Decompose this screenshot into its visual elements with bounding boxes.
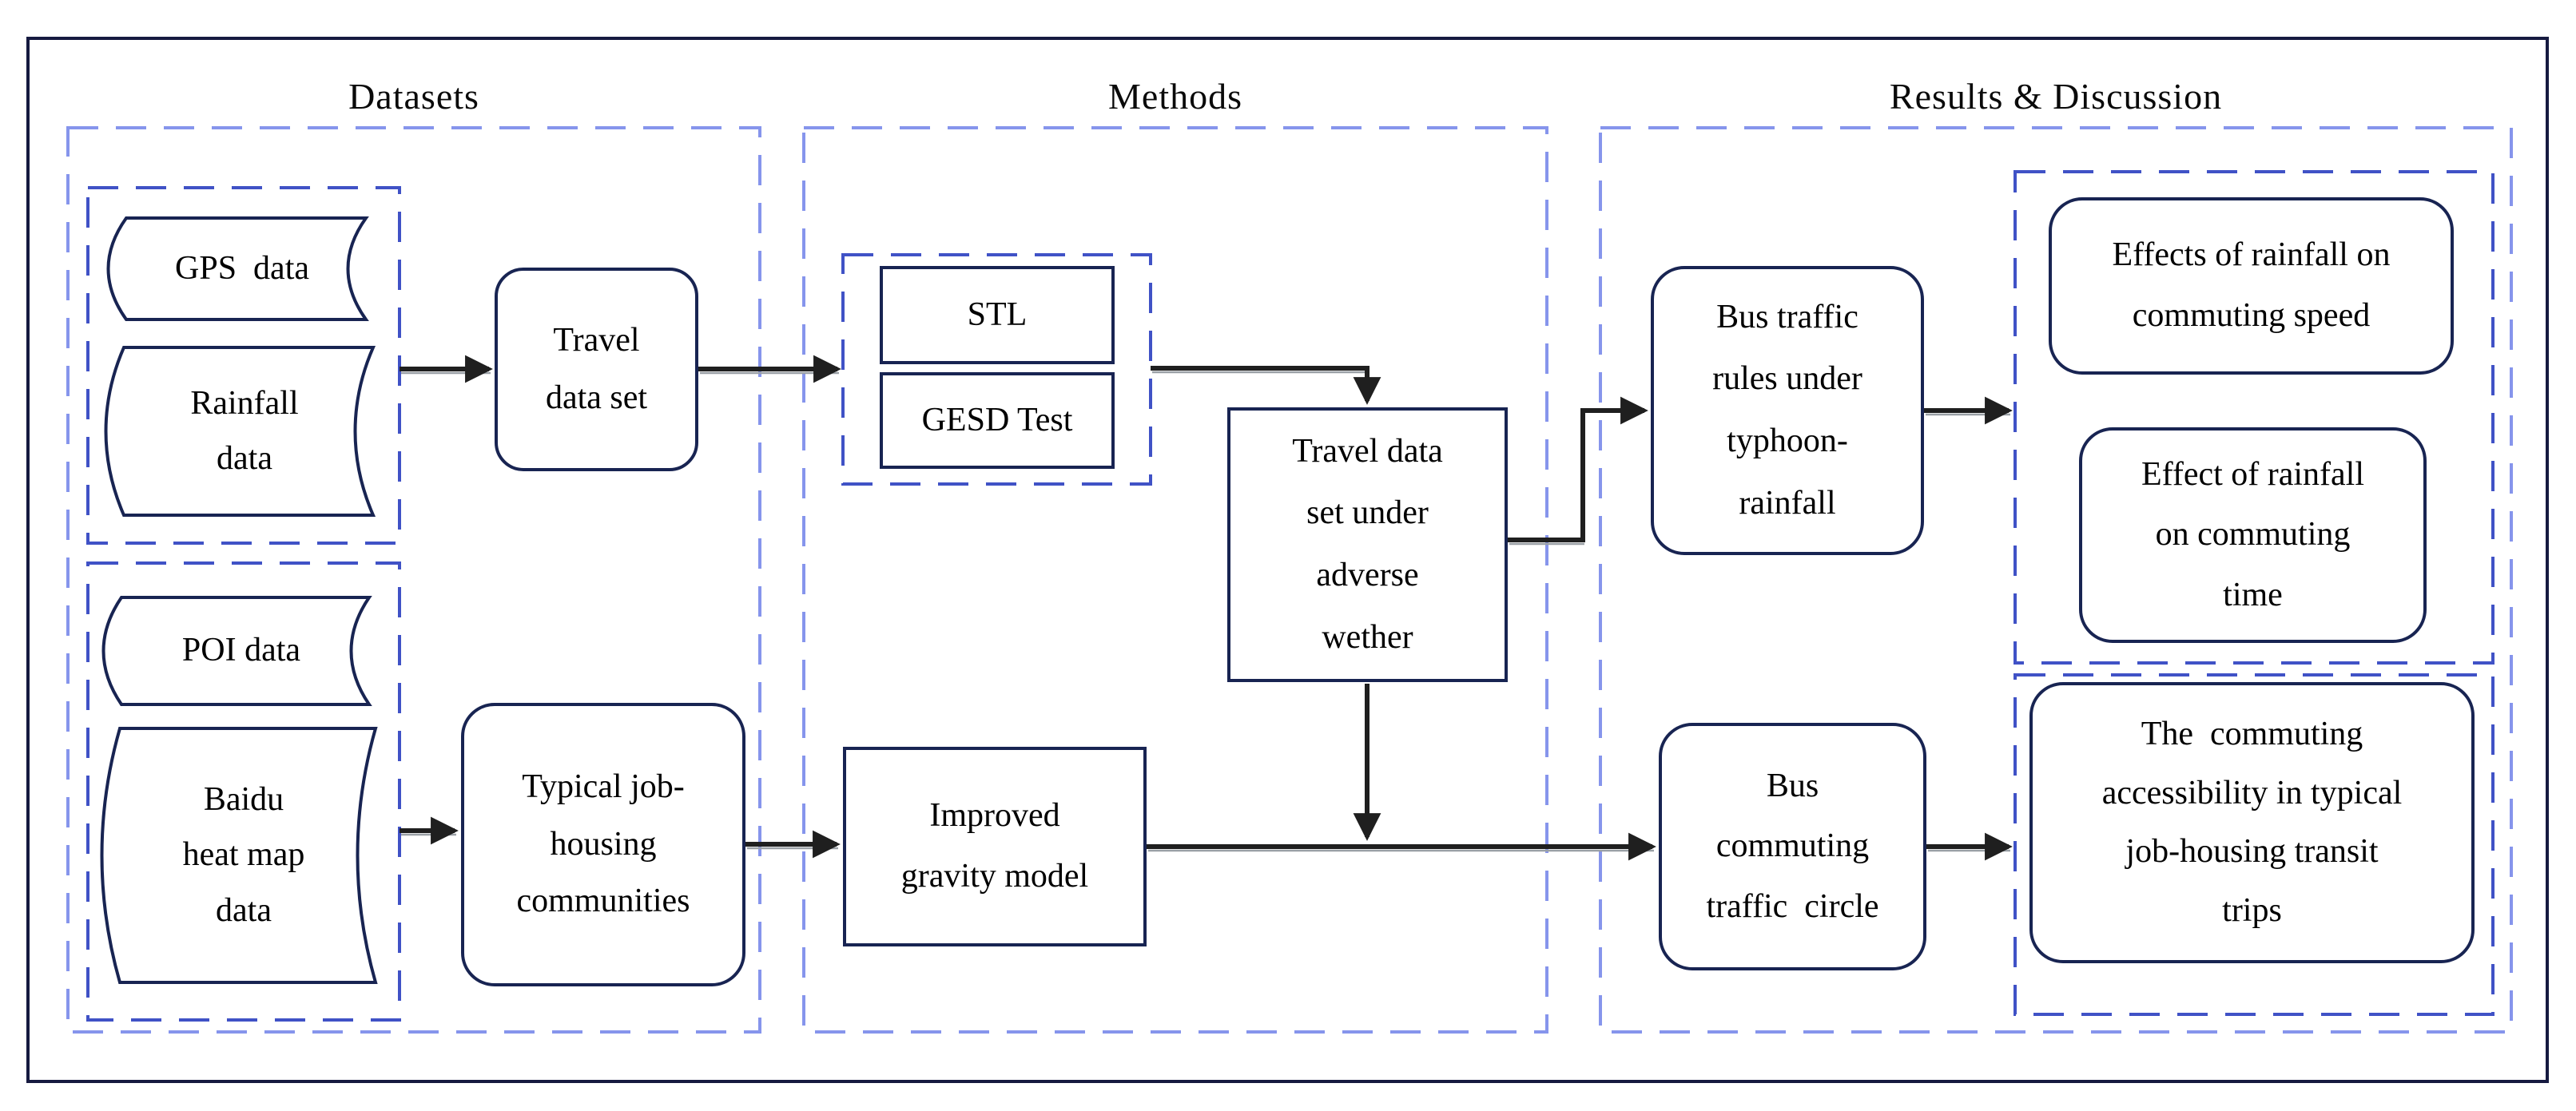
node-poi-data-label: POI data [181,632,301,669]
node-bus-traffic-rules: Bus traffic rules under typhoon- rainfal… [1651,266,1924,555]
node-improved-gravity-model: Improved gravity model [843,747,1147,946]
node-typical-job-housing-label: Typical job- housing communities [516,768,690,920]
node-stl: STL [880,266,1115,364]
node-travel-data-adverse-weather-label: Travel data set under adverse wether [1292,432,1443,656]
node-commuting-accessibility-label: The commuting accessibility in typical j… [2101,716,2403,929]
section-box-results [1599,126,2513,1034]
node-gesd-test-label: GESD Test [921,401,1073,438]
node-bus-traffic-rules-label: Bus traffic rules under typhoon- rainfal… [1712,298,1862,522]
node-baidu-data-label: Baidu heat map data [182,781,305,929]
wavy-shape-poi-data [101,596,372,706]
node-typical-job-housing: Typical job- housing communities [461,703,745,986]
node-effects-rainfall-speed: Effects of rainfall on commuting speed [2049,197,2454,375]
group-box-accessibility [2013,673,2495,1016]
section-box-methods [802,126,1548,1034]
node-rainfall-data-label: Rainfall data [190,384,299,477]
node-commuting-accessibility: The commuting accessibility in typical j… [2029,682,2475,963]
arrow-adverse-to-busrules [1508,396,1648,542]
node-improved-gravity-model-label: Improved gravity model [900,797,1089,895]
section-title-results: Results & Discussion [1889,75,2223,117]
node-bus-commuting-traffic-circle: Bus commuting traffic circle [1659,723,1926,970]
node-travel-data-set: Travel data set [495,268,698,471]
section-title-datasets: Datasets [348,75,479,117]
node-stl-label: STL [967,296,1028,333]
group-box-poi-baidu [86,561,401,1022]
node-travel-data-set-label: Travel data set [545,322,648,416]
wavy-shape-gps-data [106,216,369,321]
section-title-methods: Methods [1108,75,1242,117]
node-effects-rainfall-speed-label: Effects of rainfall on commuting speed [2112,236,2391,334]
wavy-shape-baidu-data [100,727,378,984]
group-box-gps-rainfall [86,186,401,545]
section-box-datasets [66,126,761,1034]
node-bus-commuting-traffic-circle-label: Bus commuting traffic circle [1706,767,1879,925]
group-box-stl-gesd [841,253,1152,486]
wavy-shape-rainfall-data [104,346,376,517]
node-effect-rainfall-time: Effect of rainfall on commuting time [2079,427,2427,643]
node-gesd-test: GESD Test [880,372,1115,469]
arrow-stlgroup-to-adverse [1151,366,1381,405]
node-effect-rainfall-time-label: Effect of rainfall on commuting time [2141,455,2365,613]
outer-border [26,37,2549,1083]
node-travel-data-adverse-weather: Travel data set under adverse wether [1227,407,1508,682]
group-box-rainfall-effects [2013,170,2495,665]
node-gps-data-label: GPS data [175,249,309,287]
